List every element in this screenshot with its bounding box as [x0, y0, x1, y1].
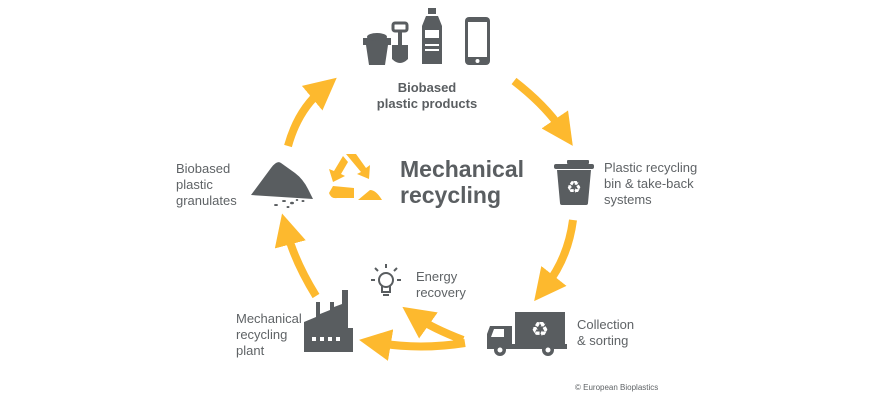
stage-label-bin: Plastic recycling bin & take-back system… [604, 160, 698, 207]
arrow-collection-to-plant [359, 329, 466, 361]
stage-label-plant: Mechanical recycling plant [236, 311, 302, 358]
arrow-plant-to-granulates [274, 213, 320, 299]
bucket-icon [363, 33, 391, 65]
stage-label-granulates: Biobased plastic granulates [176, 161, 237, 208]
arrow-bin-to-collection [534, 219, 577, 302]
granulate-pile-icon [251, 162, 313, 208]
stage-label-energy: Energy recovery [416, 269, 466, 300]
factory-icon [304, 290, 353, 352]
svg-text:♻: ♻ [531, 317, 549, 341]
diagram-title: Mechanical recycling [400, 156, 524, 208]
copyright-notice: © European Bioplastics [575, 383, 659, 392]
truck-icon: ♻ [487, 312, 567, 356]
arrow-collection-to-energy [402, 306, 465, 344]
lightbulb-icon [371, 264, 401, 296]
stage-label-collection: Collection & sorting [577, 317, 635, 348]
bottle-icon [422, 8, 442, 64]
arrow-granulates-to-products [284, 77, 337, 148]
smartphone-icon [465, 17, 490, 65]
stage-label-products: Biobased plastic products [376, 80, 478, 111]
svg-text:♻: ♻ [566, 178, 581, 198]
arrow-products-to-bin [511, 77, 573, 146]
shovel-icon [391, 21, 409, 63]
recycling-bin-icon: ♻ [554, 160, 594, 205]
recycle-icon [329, 154, 382, 200]
